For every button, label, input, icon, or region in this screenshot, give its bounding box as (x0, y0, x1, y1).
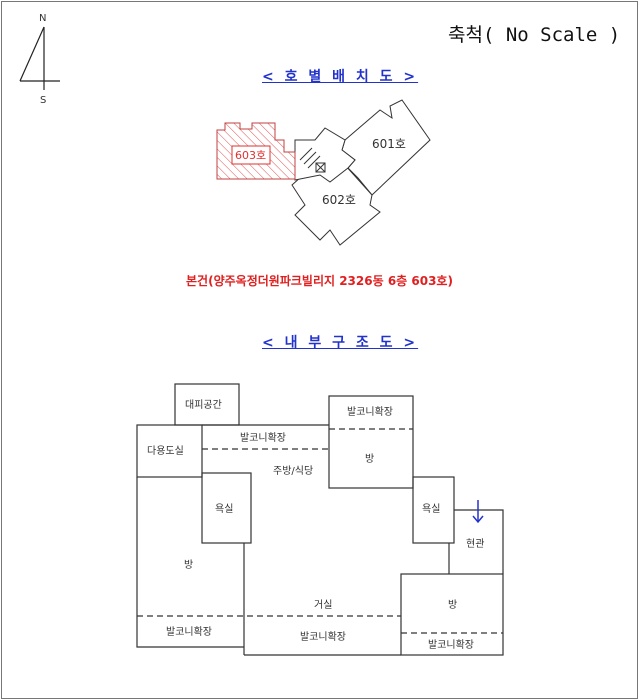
room-balcony-topright: 발코니확장 (347, 406, 393, 418)
unit-603-label: 603호 (235, 149, 266, 162)
address-label: 본건(양주옥정더원파크빌리지 2326동 6층 603호) (186, 274, 453, 288)
unit-layout-plan (216, 99, 431, 246)
room-right: 방 (448, 599, 457, 611)
layout-section-title: < 호 별 배 치 도 > (262, 69, 419, 85)
room-topright: 방 (365, 453, 374, 465)
room-utility: 다용도실 (147, 445, 184, 457)
compass-north: N (39, 13, 46, 24)
room-kitchen: 주방/식당 (273, 465, 313, 477)
floor-section-title: < 내 부 구 조 도 > (262, 335, 419, 351)
room-balcony-right: 발코니확장 (428, 639, 474, 651)
room-evac: 대피공간 (185, 399, 222, 411)
scale-label: 축척( No Scale ) (448, 24, 621, 46)
compass-icon (19, 26, 60, 90)
room-balcony-top: 발코니확장 (240, 432, 286, 444)
compass-south: S (40, 95, 46, 106)
room-living: 거실 (314, 599, 332, 611)
room-bath-right: 욕실 (422, 503, 440, 515)
room-balcony-left: 발코니확장 (166, 626, 212, 638)
room-entrance: 현관 (466, 538, 484, 550)
room-left: 방 (184, 559, 193, 571)
room-balcony-mid: 발코니확장 (300, 631, 346, 643)
room-bath-left: 욕실 (215, 503, 233, 515)
core-shape (294, 127, 356, 183)
entrance-arrow-icon (472, 500, 484, 524)
unit-602-label: 602호 (322, 193, 356, 207)
floor-plan (136, 383, 504, 656)
unit-601-label: 601호 (372, 137, 406, 151)
